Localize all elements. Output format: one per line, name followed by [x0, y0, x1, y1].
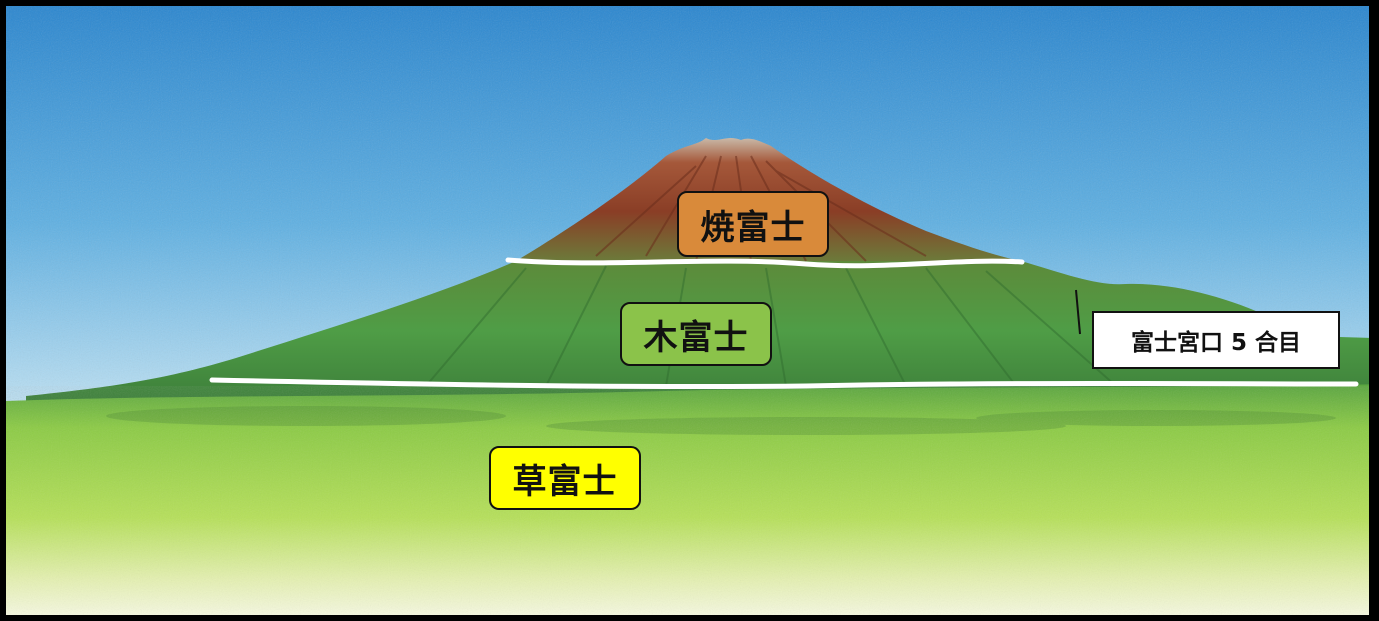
station-pointer-line — [1075, 289, 1081, 335]
upper-boundary-line — [505, 257, 1025, 269]
zone-label-yakifuji: 焼富士 — [677, 191, 829, 257]
forest-streaks — [425, 265, 1117, 387]
station-label: 富士宮口 5 合目 — [1092, 311, 1340, 369]
zone-label-kifuji: 木富士 — [620, 302, 772, 366]
zone-label-kusafuji: 草富士 — [489, 446, 641, 510]
lower-boundary-line — [209, 377, 1359, 390]
